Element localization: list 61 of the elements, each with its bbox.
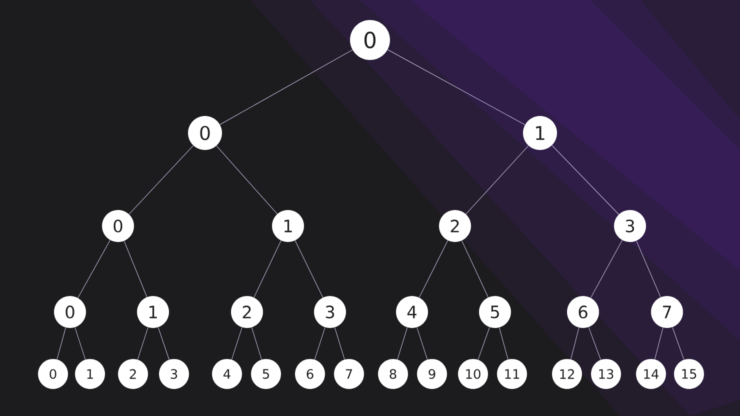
- tree-node: 7: [334, 359, 364, 389]
- tree-node: 10: [458, 359, 488, 389]
- tree-node: 6: [567, 296, 599, 328]
- tree-node: 1: [75, 359, 105, 389]
- tree-line: [158, 327, 170, 360]
- tree-line: [636, 240, 661, 298]
- tree-node: 12: [552, 359, 582, 389]
- tree-node: 15: [674, 359, 704, 389]
- tree-line: [220, 50, 353, 125]
- tree-line: [254, 240, 282, 298]
- tree-line: [590, 240, 623, 298]
- tree-line: [78, 240, 110, 298]
- tree-line: [74, 327, 86, 360]
- tree-node: 1: [137, 296, 169, 328]
- tree-line: [387, 49, 526, 126]
- tree-line: [334, 327, 345, 360]
- tree-node: 0: [54, 296, 86, 328]
- tree-node: 14: [636, 359, 666, 389]
- tree-node: 1: [523, 116, 557, 150]
- tree-line: [128, 145, 194, 214]
- tree-line: [314, 327, 326, 360]
- tree-line: [672, 326, 684, 360]
- tree-line: [588, 326, 602, 360]
- tree-line: [499, 327, 508, 360]
- tree-node: 1: [272, 210, 304, 242]
- tree-node: 0: [188, 116, 222, 150]
- tree-node: 2: [231, 296, 263, 328]
- tree-node: 7: [651, 296, 683, 328]
- tree-node: 2: [439, 210, 471, 242]
- tree-line: [418, 240, 448, 298]
- tree-node: 4: [212, 359, 242, 389]
- tree-line: [552, 145, 620, 215]
- tree-line: [654, 327, 664, 360]
- tree-node: 4: [396, 296, 428, 328]
- tree-node: 2: [118, 359, 148, 389]
- tree-line: [462, 240, 488, 298]
- tree-line: [466, 145, 529, 214]
- tree-node: 9: [417, 359, 447, 389]
- tree-node: 0: [102, 210, 134, 242]
- tree-line: [397, 327, 408, 360]
- tree-node: 6: [295, 359, 325, 389]
- tree-line: [124, 240, 148, 298]
- tree-line: [570, 327, 580, 360]
- tree-line: [231, 327, 242, 360]
- tree-node: 0: [38, 359, 68, 389]
- tree-node: 5: [251, 359, 281, 389]
- tree-node: 5: [479, 296, 511, 328]
- tree-node: 13: [591, 359, 621, 389]
- tree-line: [416, 327, 428, 360]
- tree-line: [251, 327, 262, 360]
- tree-node: 8: [378, 359, 408, 389]
- tree-node: 3: [314, 296, 346, 328]
- tree-line: [137, 327, 148, 360]
- tree-line: [294, 240, 324, 298]
- tree-line: [216, 146, 278, 214]
- tree-line: [56, 327, 66, 360]
- tree-node: 0: [350, 20, 390, 60]
- tree-line: [478, 326, 490, 360]
- tree-node: 3: [159, 359, 189, 389]
- tree-node: 3: [614, 210, 646, 242]
- tree-node: 11: [497, 359, 527, 389]
